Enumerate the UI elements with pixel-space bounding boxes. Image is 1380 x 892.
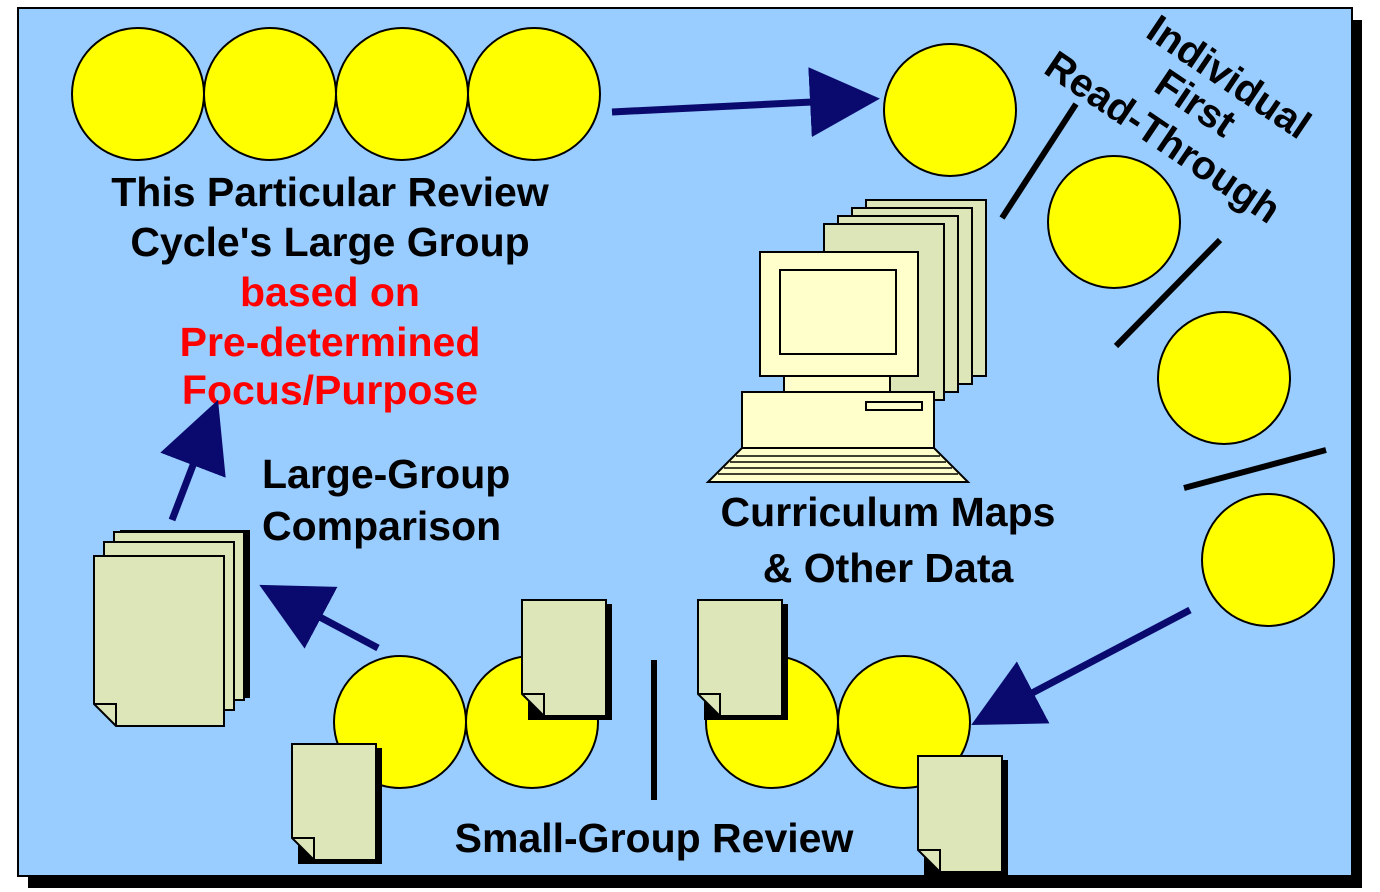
large-group-line1: This Particular Review <box>111 169 549 215</box>
arrow-to-small-group <box>971 606 1192 726</box>
comparison-line1: Large-Group <box>262 451 510 497</box>
arrow-to-individual <box>611 67 880 138</box>
reviewer-circle-icon <box>1047 155 1181 289</box>
reviewer-circle-icon <box>203 27 337 161</box>
document-icon <box>291 743 382 864</box>
document-icon <box>697 599 788 720</box>
reviewer-circle-icon <box>1201 493 1335 627</box>
document-icon <box>917 755 1008 876</box>
curriculum-line1: Curriculum Maps <box>721 489 1056 535</box>
reviewer-circle-icon <box>883 43 1017 177</box>
reviewer-circle-icon <box>1157 311 1291 445</box>
individual-circles <box>883 43 1335 627</box>
focus-line1: based on <box>240 269 420 315</box>
small-group-label: Small-Group Review <box>455 815 854 861</box>
reviewer-circle-icon <box>467 27 601 161</box>
large-group-circles <box>71 27 601 161</box>
focus-line3: Focus/Purpose <box>182 367 478 413</box>
reviewer-circle-icon <box>71 27 205 161</box>
document-icon <box>521 599 612 720</box>
computer-icon <box>705 251 971 483</box>
reviewer-circle-icon <box>335 27 469 161</box>
arrow-to-comparison <box>259 584 380 652</box>
document-stack-icon <box>93 530 250 727</box>
comparison-line2: Comparison <box>262 503 501 549</box>
curriculum-line2: & Other Data <box>763 545 1015 591</box>
large-group-line2: Cycle's Large Group <box>130 219 529 265</box>
focus-line2: Pre-determined <box>180 319 481 365</box>
arrow-to-large-group <box>160 399 226 522</box>
individual-separators <box>999 102 1327 491</box>
